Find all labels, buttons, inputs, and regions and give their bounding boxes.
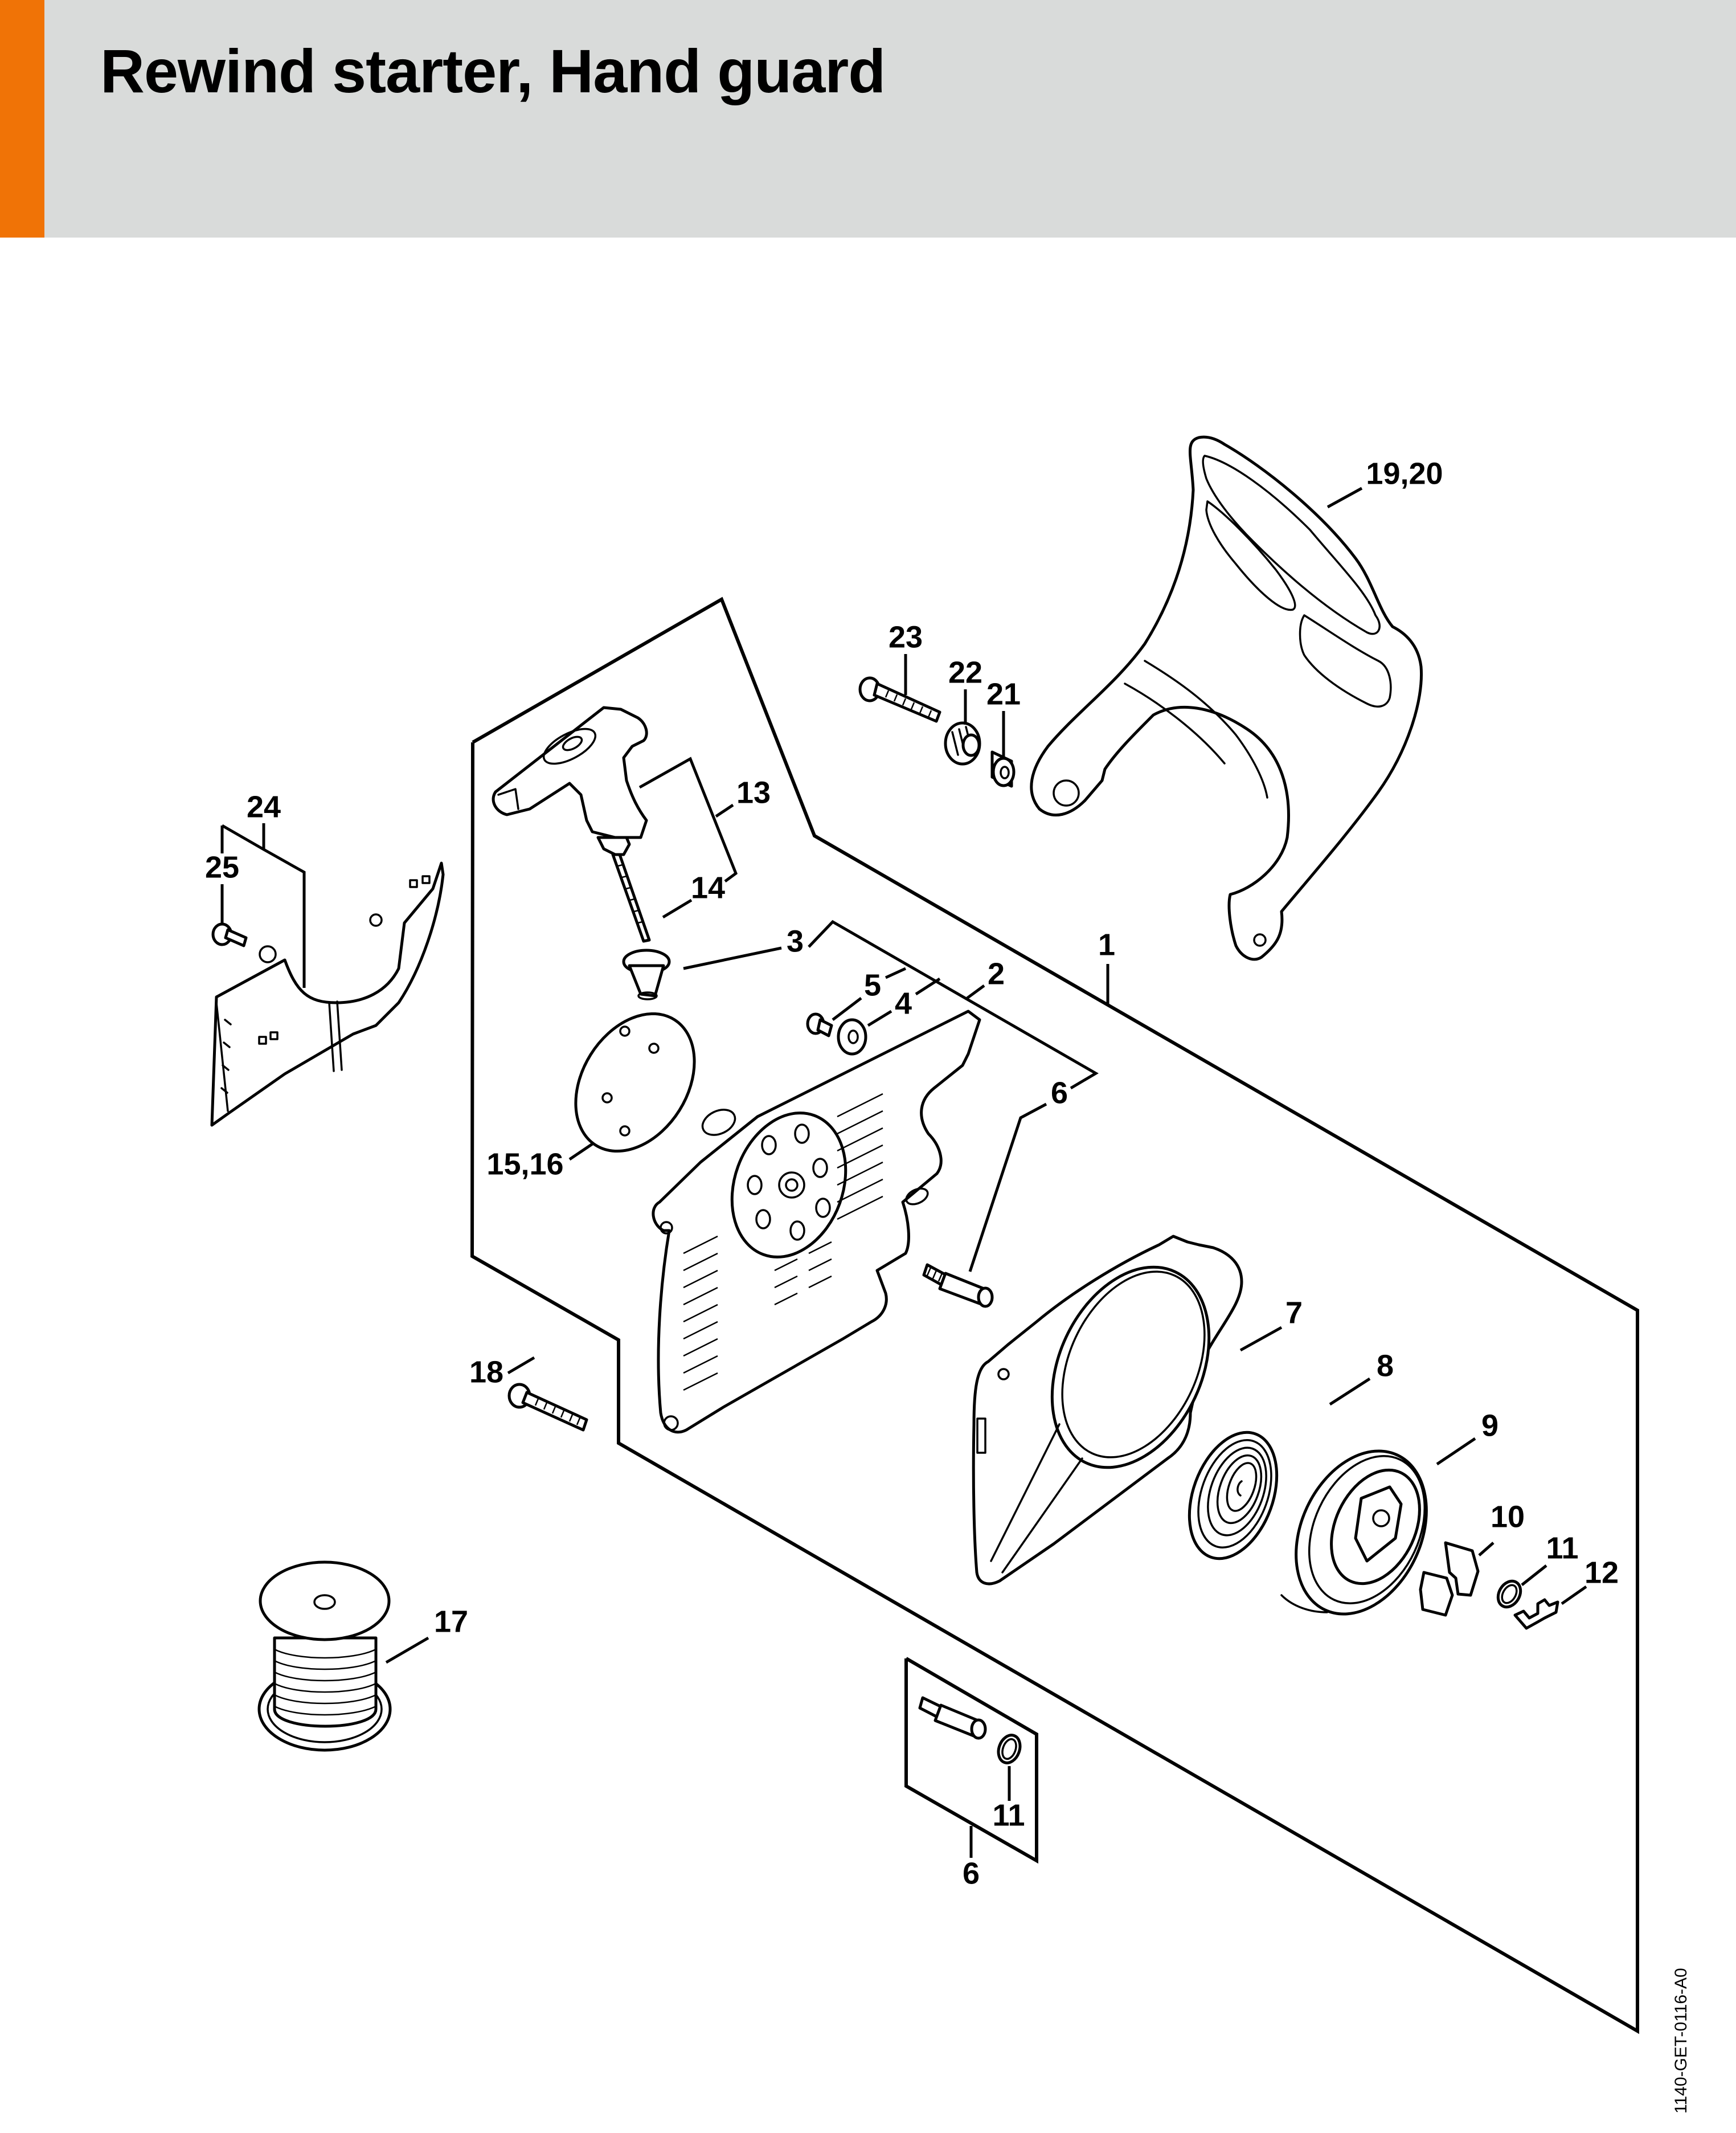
screw-icon xyxy=(211,922,248,947)
bracket-24 xyxy=(221,824,306,988)
callout-6-inset: 6 xyxy=(963,1856,980,1890)
callout-2: 2 xyxy=(988,957,1005,991)
callout-3: 3 xyxy=(787,924,804,958)
leader-14 xyxy=(662,898,693,919)
callout-14: 14 xyxy=(691,871,725,905)
callout-10: 10 xyxy=(1491,1499,1525,1534)
leader-19-20 xyxy=(1326,487,1363,509)
callout-19-20: 19,20 xyxy=(1366,456,1443,491)
rope-icon xyxy=(611,853,651,943)
reel-icon xyxy=(257,1560,392,1752)
stud-icon xyxy=(918,1696,987,1740)
stud-icon xyxy=(922,1263,994,1308)
leader-13 xyxy=(715,803,734,818)
pin-icon xyxy=(806,1012,833,1037)
callout-17: 17 xyxy=(434,1604,468,1638)
leader-3 xyxy=(683,946,782,970)
sleeve-icon xyxy=(990,750,1016,788)
bracket-13-14 xyxy=(638,757,738,883)
pawl-icon xyxy=(1419,1541,1480,1617)
leader-15-16 xyxy=(568,1142,593,1161)
callout-11-inset: 11 xyxy=(992,1798,1025,1832)
leader-12 xyxy=(1561,1585,1587,1605)
leader-10 xyxy=(1478,1542,1495,1556)
screw-icon xyxy=(858,676,941,723)
washer-icon xyxy=(837,1018,867,1056)
page-title: Rewind starter, Hand guard xyxy=(100,36,886,105)
leader-18 xyxy=(507,1356,535,1375)
bracket-3-6 xyxy=(808,920,1099,1090)
leader-11 xyxy=(1521,1564,1547,1586)
callout-15-16: 15,16 xyxy=(486,1147,563,1181)
hand-guard-icon xyxy=(1030,435,1423,961)
ring-icon xyxy=(1496,1579,1522,1609)
leader-17 xyxy=(385,1636,429,1664)
bush-icon xyxy=(622,949,671,1000)
leader-8 xyxy=(1329,1377,1371,1406)
spring-icon xyxy=(944,721,981,766)
leader-2 xyxy=(966,984,985,1000)
plate-icon xyxy=(574,1012,696,1153)
leader-9 xyxy=(1436,1437,1476,1466)
callout-22: 22 xyxy=(948,655,982,689)
callout-23: 23 xyxy=(889,620,923,654)
page-header: Rewind starter, Hand guard xyxy=(0,0,1736,238)
ring-icon xyxy=(997,1734,1022,1764)
leader-5 xyxy=(832,997,862,1021)
leader-5-bracket xyxy=(885,967,907,979)
leader-7 xyxy=(1239,1326,1283,1352)
fan-housing-icon xyxy=(652,1010,981,1434)
callout-6: 6 xyxy=(1051,1076,1068,1110)
inset-box-6 xyxy=(904,1657,1038,1864)
cover-icon xyxy=(972,1235,1243,1586)
callout-11: 11 xyxy=(1546,1531,1578,1565)
clip-icon xyxy=(1513,1598,1559,1630)
callout-4: 4 xyxy=(895,986,912,1020)
callout-13: 13 xyxy=(736,775,771,810)
header-accent-strip xyxy=(0,0,44,238)
screw-icon xyxy=(507,1383,588,1432)
drawing-code: 1140-GET-0116-A0 xyxy=(1672,1968,1690,2114)
callout-12: 12 xyxy=(1584,1555,1619,1589)
spring-icon xyxy=(1188,1431,1279,1560)
leader-6 xyxy=(968,1102,1047,1272)
assembly-box-1 xyxy=(470,596,1639,2034)
leader-4-bracket xyxy=(915,977,941,996)
callout-1: 1 xyxy=(1098,927,1115,962)
callout-9: 9 xyxy=(1481,1408,1498,1443)
callout-5: 5 xyxy=(864,968,881,1002)
grip-icon xyxy=(492,706,648,856)
callout-24: 24 xyxy=(247,790,281,824)
callout-7: 7 xyxy=(1285,1296,1303,1330)
callout-18: 18 xyxy=(469,1355,503,1389)
callout-8: 8 xyxy=(1377,1349,1394,1383)
deflector-icon xyxy=(210,861,445,1127)
rotor-icon xyxy=(1280,1449,1428,1616)
callout-25: 25 xyxy=(205,850,239,884)
callout-21: 21 xyxy=(986,677,1021,711)
leader-4 xyxy=(867,1010,892,1027)
